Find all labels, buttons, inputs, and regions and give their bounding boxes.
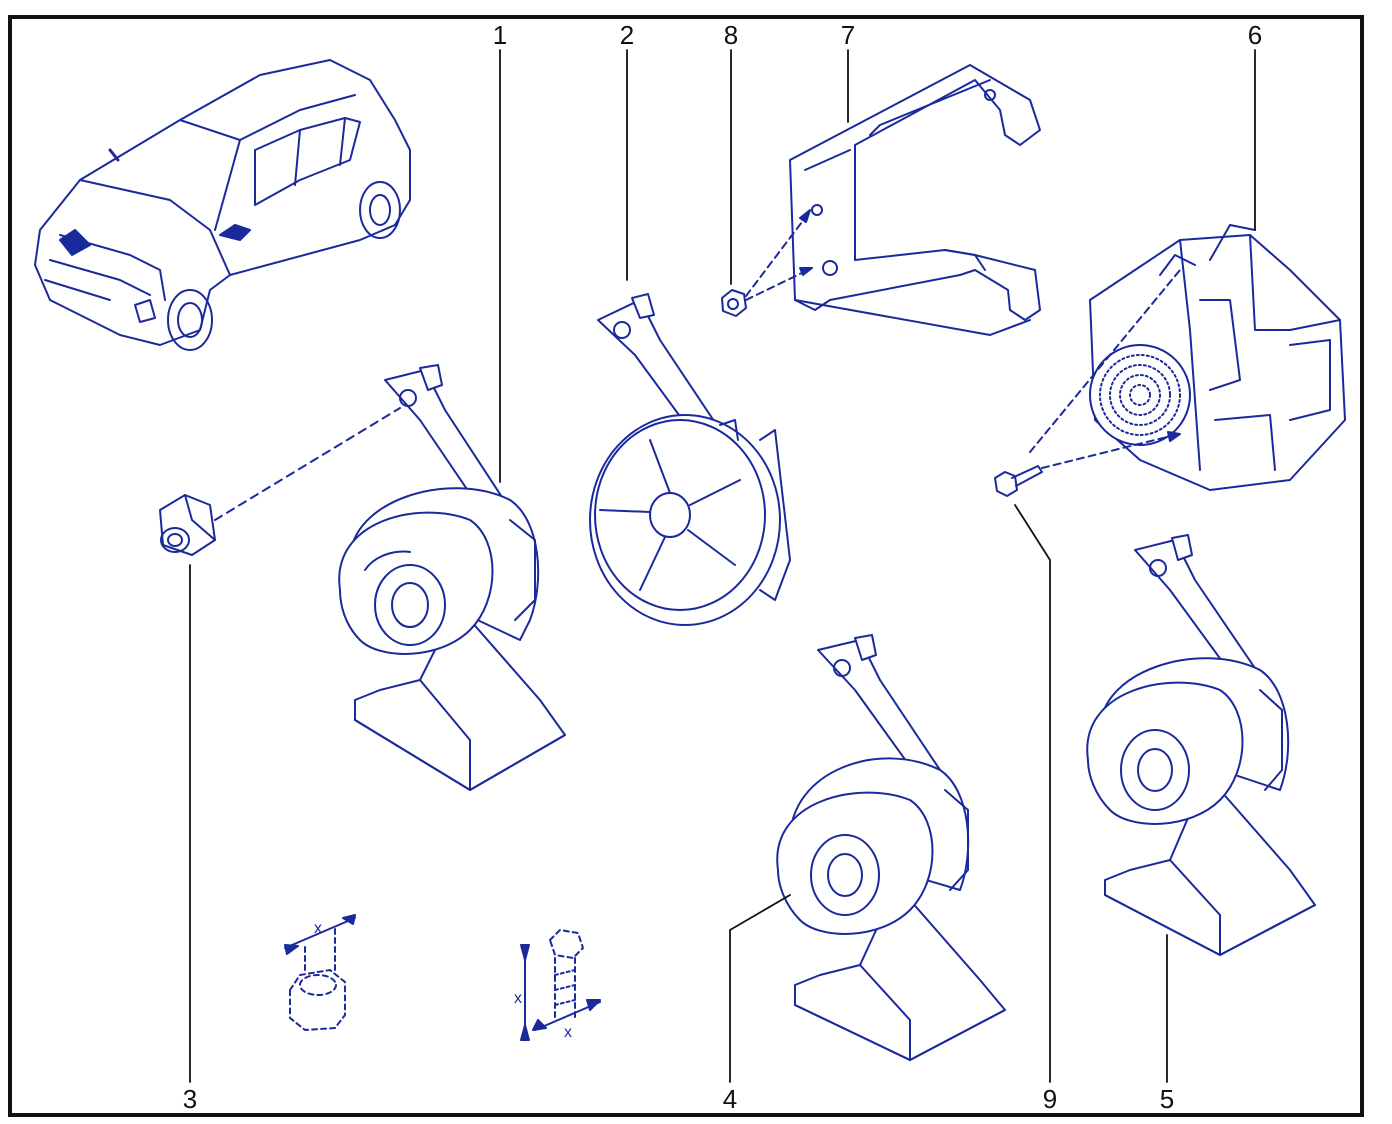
horn-1 — [338, 364, 566, 791]
nut-8 — [721, 209, 813, 317]
electronic-sounder-6 — [1089, 224, 1346, 491]
mounting-bracket-7 — [789, 64, 1041, 336]
callout-5: 5 — [1160, 1084, 1174, 1114]
callout-8: 8 — [724, 20, 738, 50]
nut-dimension-detail — [284, 914, 356, 1031]
callout-3: 3 — [183, 1084, 197, 1114]
bolt-dimension-detail — [520, 929, 601, 1041]
leader-lines — [189, 49, 1256, 1083]
horn-5 — [1086, 534, 1316, 956]
callout-4: 4 — [723, 1084, 737, 1114]
bolt-diameter-dimension-label: x — [564, 1024, 572, 1041]
nut-3 — [159, 407, 401, 556]
nut-dimension-label: x — [314, 920, 322, 937]
callout-6: 6 — [1248, 20, 1262, 50]
callout-7: 7 — [841, 20, 855, 50]
callout-2: 2 — [620, 20, 634, 50]
horn-2-disc — [589, 293, 791, 626]
horn-4 — [776, 634, 1006, 1061]
bolt-length-dimension-label: x — [514, 990, 522, 1007]
bolt-9 — [994, 269, 1181, 497]
callout-1: 1 — [493, 20, 507, 50]
callout-9: 9 — [1043, 1084, 1057, 1114]
vehicle-illustration — [34, 59, 411, 351]
